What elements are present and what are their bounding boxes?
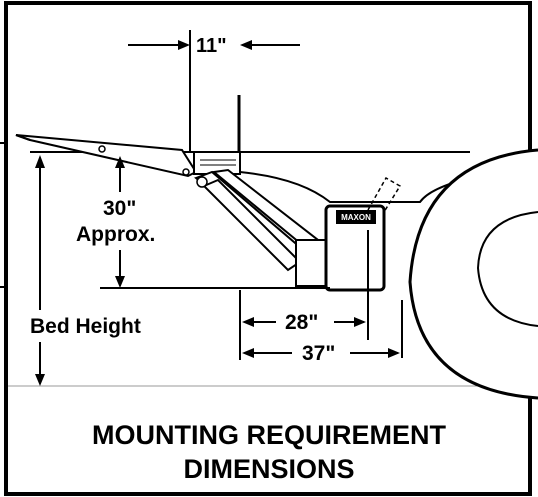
dim-11 <box>128 30 300 152</box>
lift-arms <box>194 168 320 283</box>
pump-box: MAXON <box>295 176 402 292</box>
caption-line-2: DIMENSIONS <box>183 454 355 484</box>
dim-37-label: 37" <box>302 342 336 365</box>
bed-height-label: Bed Height <box>30 315 141 338</box>
dim-bed-height <box>35 155 45 386</box>
dim-11-label: 11" <box>196 35 227 57</box>
caption-line-1: MOUNTING REQUIREMENT <box>92 420 446 450</box>
fender <box>239 171 471 203</box>
truck-wheel <box>408 148 538 400</box>
dim-28-37 <box>239 230 403 360</box>
diagram-caption: MOUNTING REQUIREMENT DIMENSIONS <box>20 418 518 486</box>
liftgate-platform <box>15 134 198 178</box>
dim-28-label: 28" <box>285 311 319 334</box>
dim-30 <box>100 156 330 289</box>
dim-30-approx: Approx. <box>76 223 156 246</box>
maxon-logo: MAXON <box>341 213 371 222</box>
dim-30-value: 30" <box>103 197 137 220</box>
